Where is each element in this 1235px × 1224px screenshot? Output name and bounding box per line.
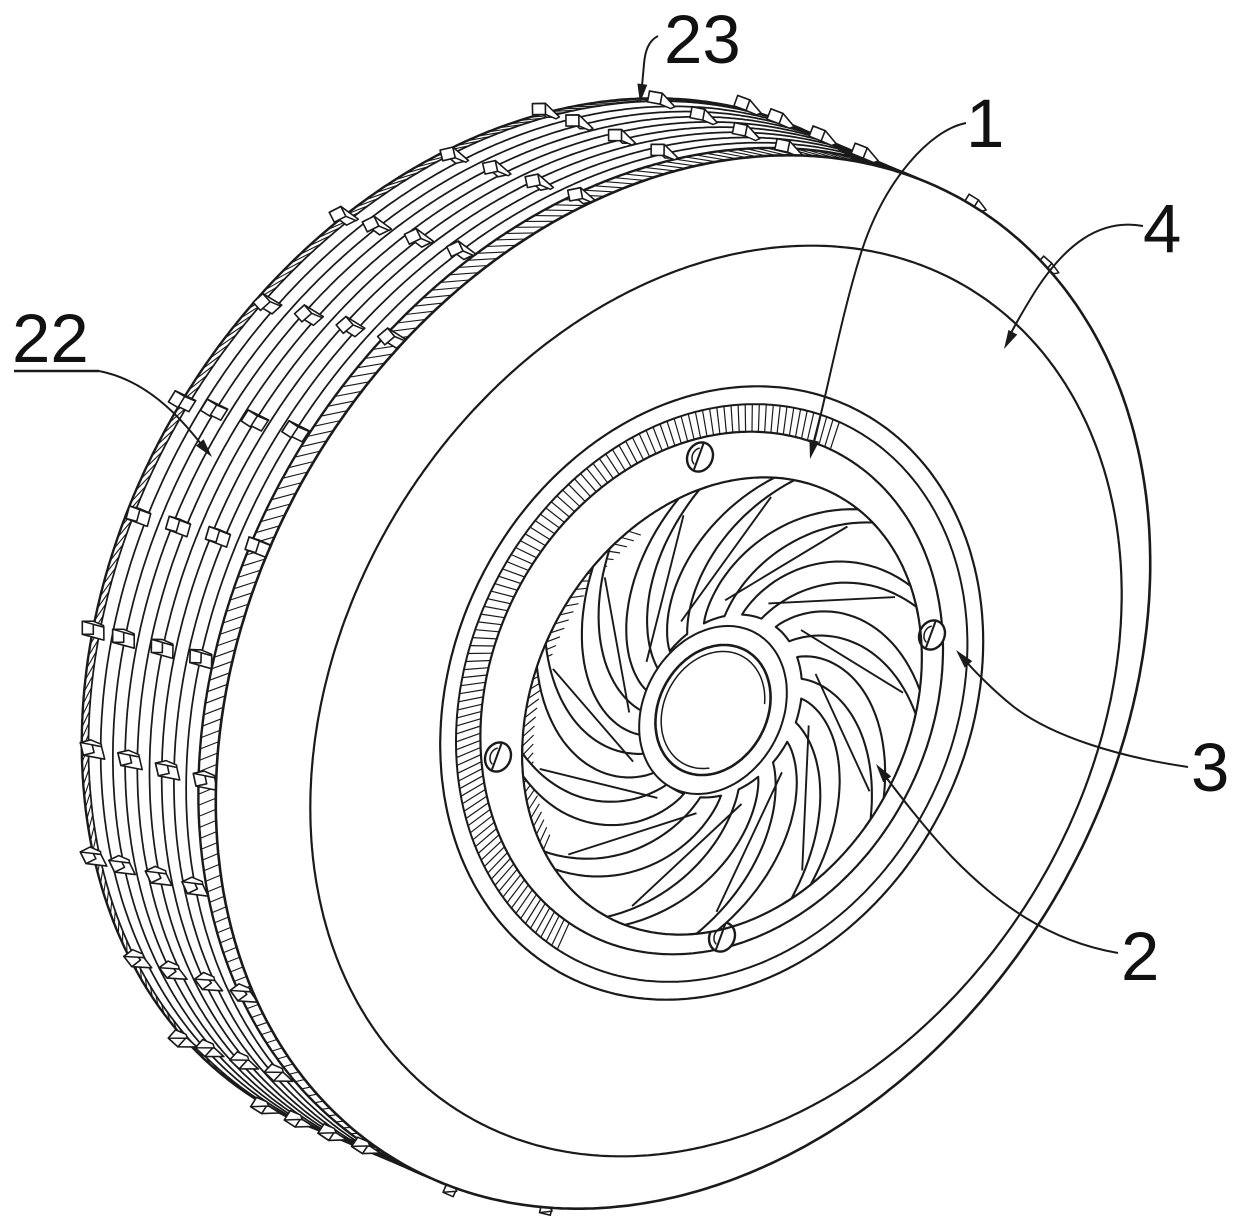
svg-text:4: 4: [1143, 190, 1181, 267]
svg-text:3: 3: [1191, 729, 1229, 806]
svg-text:22: 22: [12, 300, 89, 377]
svg-text:2: 2: [1121, 918, 1159, 995]
svg-text:1: 1: [966, 85, 1004, 162]
svg-text:23: 23: [664, 1, 741, 78]
